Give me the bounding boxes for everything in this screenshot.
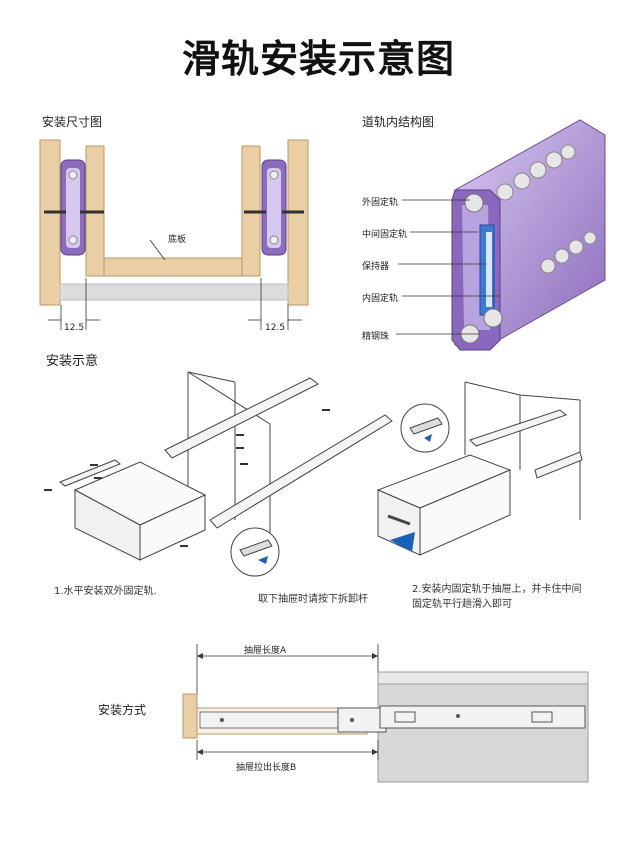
method-heading: 安装方式 [98,703,147,717]
label-retainer: 保持器 [362,262,390,272]
label-steel-ball: 精钢珠 [362,332,390,342]
gap-right-label: 12.5 [265,323,286,333]
page-title: 滑轨安装示意图 [181,37,455,81]
label-inner-rail: 内固定轨 [362,294,399,304]
length-b-label: 抽屉拉出长度B [236,763,297,773]
step2-caption-line2: 固定轨平行趟滑入即可 [412,599,512,610]
detach-note: 取下抽屉时请按下拆卸杆 [258,594,368,605]
label-outer-rail: 外固定轨 [362,198,399,208]
label-middle-rail: 中间固定轨 [362,230,408,240]
gap-left-label: 12.5 [64,323,85,333]
length-a-label: 抽屉长度A [244,646,287,656]
board-label: 底板 [168,235,187,245]
step1-caption: 1.水平安装双外固定轨. [54,586,157,597]
structure-heading: 道轨内结构图 [362,115,435,129]
dimension-heading: 安装尺寸图 [42,115,103,129]
install-heading: 安装示意 [46,354,99,369]
step2-caption-line1: 2.安装内固定轨于抽屉上，并卡住中间 [412,584,582,595]
